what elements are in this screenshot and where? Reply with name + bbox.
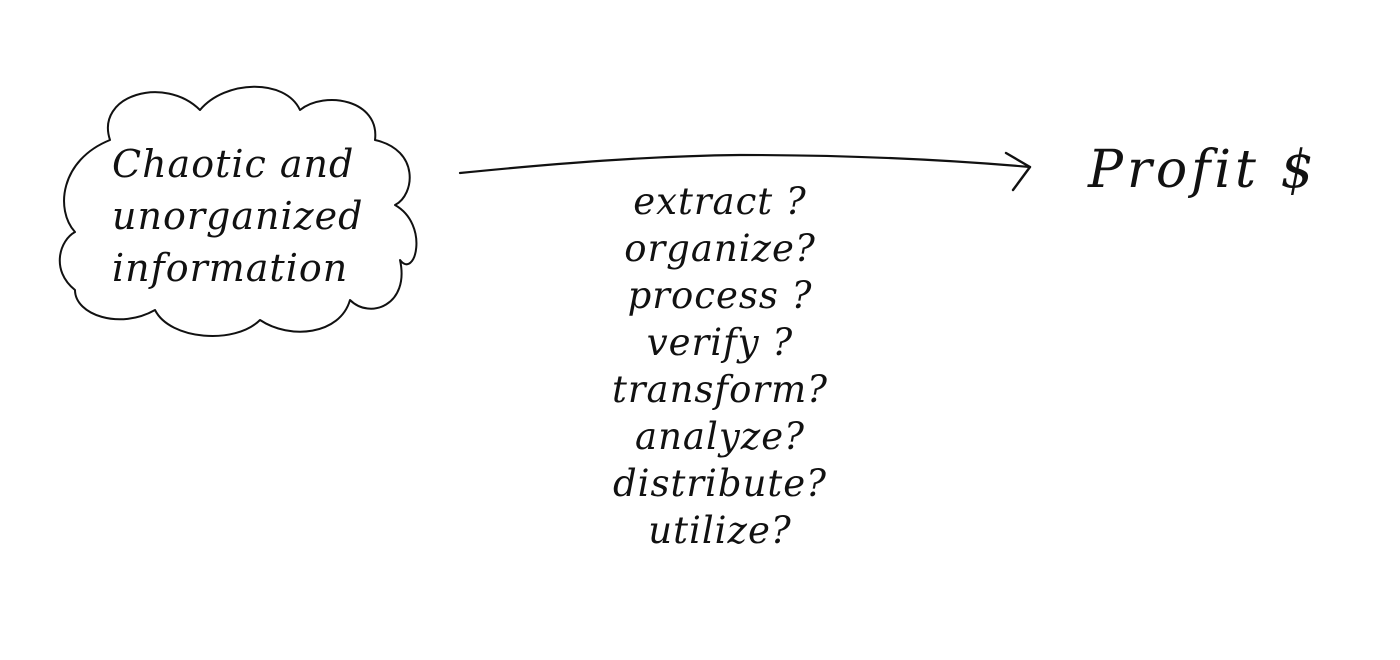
step-utilize: utilize? [648, 509, 792, 552]
step-distribute: distribute? [612, 462, 827, 505]
arrow-head-icon [1004, 151, 1032, 192]
source-line: information [112, 246, 349, 290]
source-label: Chaotic and unorganized information [112, 138, 382, 294]
step-extract: extract ? [633, 180, 807, 223]
step-transform: transform? [611, 368, 828, 411]
step-list: extract ? organize? process ? verify ? t… [585, 178, 855, 554]
source-line: unorganized [112, 194, 364, 238]
step-verify: verify ? [646, 321, 794, 364]
source-line: Chaotic and [112, 142, 355, 186]
cloud-shape [58, 85, 418, 337]
step-process: process ? [627, 274, 813, 317]
arrow-shaft [458, 153, 1032, 175]
step-analyze: analyze? [635, 415, 805, 458]
step-organize: organize? [624, 227, 816, 270]
target-label: Profit $ [1088, 140, 1318, 200]
